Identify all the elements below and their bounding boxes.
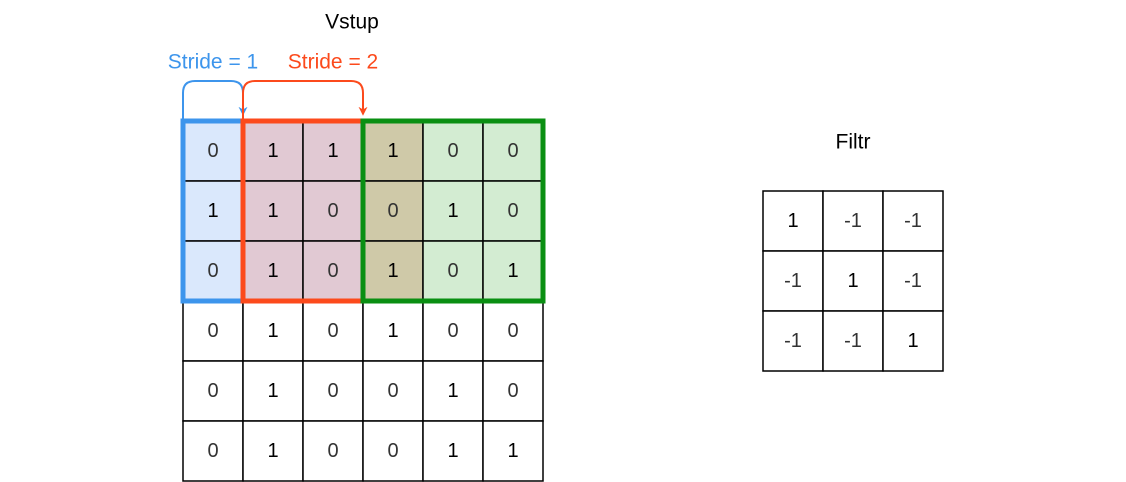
input_grid-cell-bg <box>482 120 544 182</box>
input_grid-cell-value: 0 <box>327 200 338 222</box>
input_grid-cell-value: 1 <box>387 140 398 162</box>
input_grid-cell-bg <box>362 360 424 422</box>
input_grid-cell-value: 1 <box>207 200 218 222</box>
input_grid-cell-value: 1 <box>267 320 278 342</box>
filter_grid-cell-value: -1 <box>904 210 922 232</box>
input_grid-cell-value: 1 <box>447 380 458 402</box>
stride-2-arrow <box>242 80 368 119</box>
input_grid-cell-value: 1 <box>507 260 518 282</box>
input_grid-cell-value: 0 <box>207 380 218 402</box>
input_grid-cell-value: 1 <box>387 320 398 342</box>
filter_grid-cell-value: 1 <box>787 210 798 232</box>
input_grid-cell-value: 1 <box>447 200 458 222</box>
filter-grid: 1 -1 -1 -1 1 -1 -1 -1 1 <box>762 190 944 372</box>
filter_grid-cell-bg <box>822 250 884 312</box>
input_grid-cell-bg <box>242 420 304 482</box>
input_grid-cell-value: 0 <box>207 320 218 342</box>
input_grid-cell-value: 1 <box>447 440 458 462</box>
input_grid-cell-bg <box>482 360 544 422</box>
filter_grid-cell-value: -1 <box>784 270 802 292</box>
input_grid-cell-value: 1 <box>507 440 518 462</box>
input_grid-cell-value: 0 <box>387 380 398 402</box>
filter_grid-cell-bg <box>762 190 824 252</box>
input_grid-cell-bg <box>422 300 484 362</box>
input_grid-cell-bg <box>302 300 364 362</box>
input_grid-cell-value: 1 <box>267 260 278 282</box>
input_grid-cell-value: 1 <box>387 260 398 282</box>
input_grid-cell-bg <box>182 180 244 242</box>
input_grid-cell-bg <box>362 240 424 302</box>
input_grid-cell-bg <box>422 420 484 482</box>
input_grid-cell-bg <box>242 180 304 242</box>
input_grid-cell-bg <box>482 300 544 362</box>
filter_grid-cell-value: -1 <box>844 210 862 232</box>
input_grid-cell-bg <box>302 420 364 482</box>
filter_grid-cell-bg <box>882 250 944 312</box>
input_grid-cell-value: 0 <box>387 200 398 222</box>
filter_grid-cell-value: -1 <box>784 330 802 352</box>
input_grid-cell-bg <box>422 360 484 422</box>
input_grid-cell-value: 0 <box>507 140 518 162</box>
stride-1-label: Stride = 1 <box>168 51 258 74</box>
input_grid-cell-value: 1 <box>267 200 278 222</box>
input_grid-cell-value: 0 <box>447 140 458 162</box>
filter_grid-cell-bg <box>882 190 944 252</box>
input_grid-cell-bg <box>182 360 244 422</box>
input_grid-cell-bg <box>242 300 304 362</box>
filter_grid-cell-value: 1 <box>847 270 858 292</box>
input_grid-cell-value: 0 <box>447 260 458 282</box>
input_grid-cell-bg <box>242 120 304 182</box>
input_grid-cell-bg <box>362 420 424 482</box>
input_grid-cell-value: 0 <box>507 200 518 222</box>
input_grid-cell-bg <box>422 180 484 242</box>
input_grid-cell-value: 1 <box>267 380 278 402</box>
input_grid-cell-value: 0 <box>207 260 218 282</box>
input_grid-cell-bg <box>482 180 544 242</box>
filter_grid-cell-value: -1 <box>844 330 862 352</box>
input_grid-cell-value: 0 <box>327 380 338 402</box>
input_grid-cell-value: 1 <box>327 140 338 162</box>
stride-2-label: Stride = 2 <box>288 51 378 74</box>
input_grid-cell-value: 0 <box>327 440 338 462</box>
filter-title: Filtr <box>836 131 871 154</box>
input_grid-cell-value: 0 <box>507 320 518 342</box>
input-grid: 0 1 1 1 0 0 1 1 0 0 1 0 0 1 0 1 0 1 0 1 0 1 0 0 0 1 0 0 1 0 0 1 0 0 1 1 <box>182 120 544 482</box>
filter_grid-cell-bg <box>822 190 884 252</box>
input_grid-cell-value: 0 <box>207 140 218 162</box>
filter_grid-cell-value: -1 <box>904 270 922 292</box>
filter_grid-cell-bg <box>822 310 884 372</box>
input-title: Vstup <box>325 11 379 34</box>
input_grid-cell-value: 0 <box>507 380 518 402</box>
input_grid-cell-value: 1 <box>267 140 278 162</box>
input_grid-cell-bg <box>422 240 484 302</box>
input_grid-cell-value: 0 <box>207 440 218 462</box>
input_grid-cell-value: 1 <box>267 440 278 462</box>
input_grid-cell-value: 0 <box>447 320 458 342</box>
input_grid-cell-bg <box>242 360 304 422</box>
input_grid-cell-bg <box>302 360 364 422</box>
input_grid-cell-bg <box>482 420 544 482</box>
input_grid-cell-value: 0 <box>327 320 338 342</box>
filter_grid-cell-bg <box>882 310 944 372</box>
input_grid-cell-value: 0 <box>387 440 398 462</box>
filter_grid-cell-bg <box>762 250 824 312</box>
input_grid-cell-value: 0 <box>327 260 338 282</box>
stride-1-arrow <box>182 80 248 119</box>
next-window-outline <box>360 118 546 304</box>
filter_grid-cell-value: 1 <box>907 330 918 352</box>
